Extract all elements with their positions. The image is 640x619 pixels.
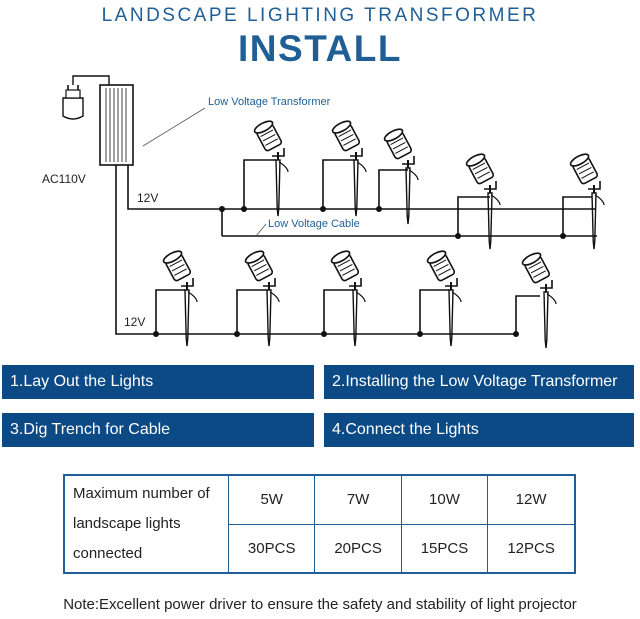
spotlight-icon: [242, 247, 280, 347]
step-banner-3: 3.Dig Trench for Cable: [2, 413, 314, 447]
count-cell: 20PCS: [314, 523, 402, 574]
table-header-cell: Maximum number of landscape lights conne…: [63, 474, 229, 574]
spotlight-icon: [519, 249, 557, 349]
spotlight-icon: [251, 117, 289, 217]
transformer-label: Low Voltage Transformer: [208, 96, 331, 108]
voltage-label-top: 12V: [137, 191, 159, 205]
watt-cell: 7W: [314, 474, 402, 525]
spotlight-icon: [463, 150, 501, 250]
count-cell: 30PCS: [227, 523, 316, 574]
count-cell: 15PCS: [400, 523, 489, 574]
step-banner-4: 4.Connect the Lights: [324, 413, 634, 447]
wiring-diagram: [62, 75, 605, 349]
page-subtitle: LANDSCAPE LIGHTING TRANSFORMER: [101, 5, 539, 26]
voltage-label-bottom: 12V: [124, 315, 146, 329]
cable-label: Low Voltage Cable: [268, 218, 360, 230]
step-banner-1: 1.Lay Out the Lights: [2, 365, 314, 399]
watt-cell: 12W: [487, 474, 576, 525]
watt-cell: 10W: [400, 474, 489, 525]
capacity-table: Maximum number of landscape lights conne…: [63, 474, 576, 574]
ac-voltage-label: AC110V: [42, 172, 86, 186]
transformer-icon: [99, 84, 134, 166]
spotlight-icon: [424, 247, 462, 347]
spotlight-icon: [567, 150, 605, 250]
step-banner-2: 2.Installing the Low Voltage Transformer: [324, 365, 634, 399]
page-title: INSTALL: [238, 28, 402, 69]
watt-cell: 5W: [227, 474, 316, 525]
footer-note: Note:Excellent power driver to ensure th…: [63, 596, 577, 613]
spotlight-icon: [328, 247, 366, 347]
spotlight-icon: [160, 247, 198, 347]
spotlight-icon: [329, 117, 367, 217]
count-cell: 12PCS: [487, 523, 576, 574]
plug-icon: [62, 85, 84, 120]
